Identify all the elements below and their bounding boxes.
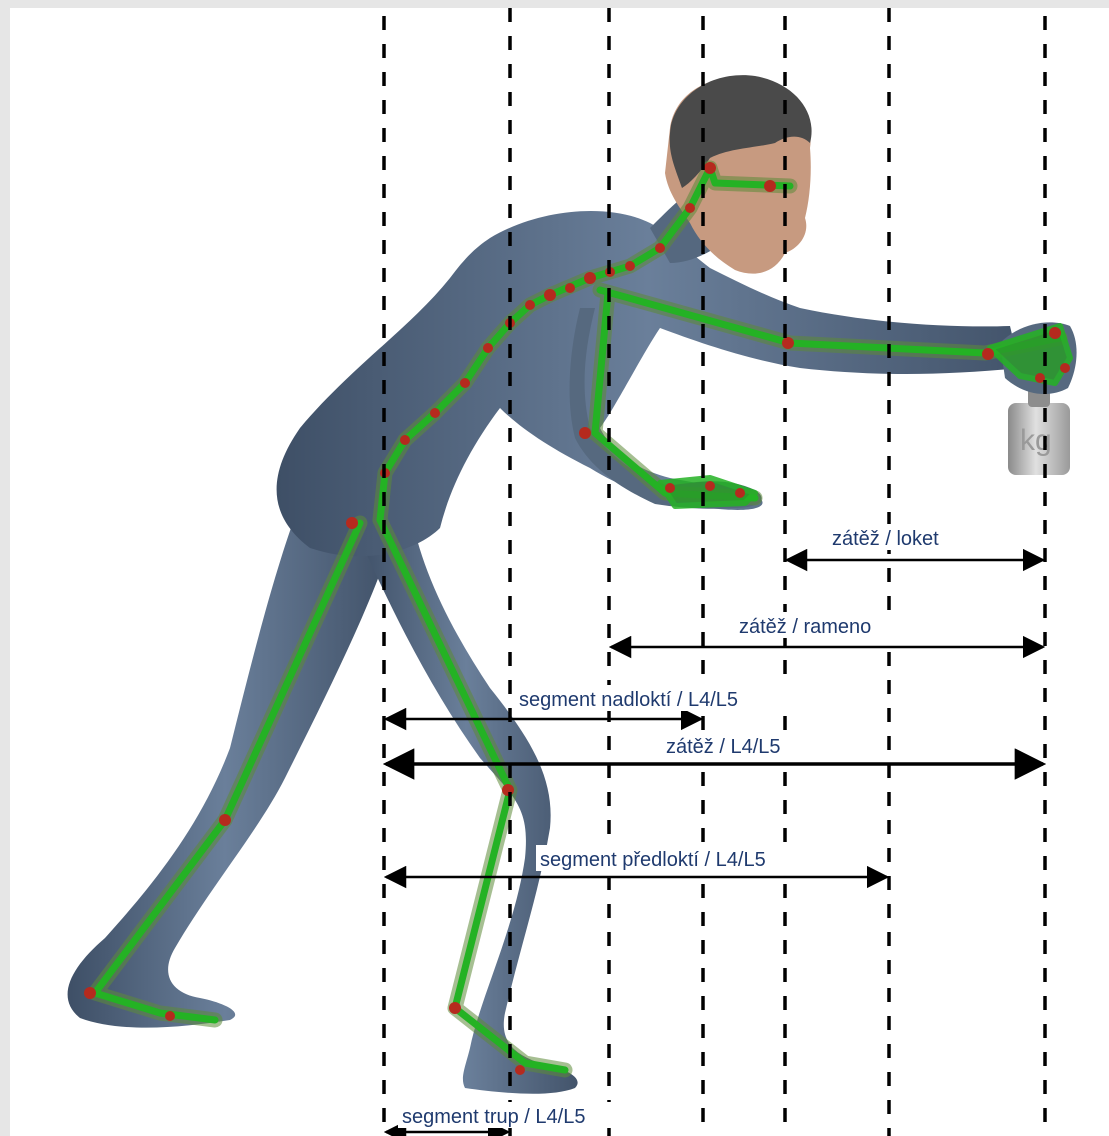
diagram-canvas: kg xyxy=(10,8,1109,1136)
label-load-l4l5: zátěž / L4/L5 xyxy=(666,736,781,758)
weight-label: kg xyxy=(1020,424,1052,457)
label-load-shoulder: zátěž / rameno xyxy=(739,616,871,638)
label-load-elbow: zátěž / loket xyxy=(832,528,939,550)
label-upper-arm-l4l5: segment nadloktí / L4/L5 xyxy=(519,689,738,711)
weight: kg xyxy=(1008,383,1070,475)
label-trunk-l4l5: segment trup / L4/L5 xyxy=(402,1106,585,1128)
biomechanics-diagram: kg xyxy=(10,8,1109,1136)
label-forearm-l4l5: segment předloktí / L4/L5 xyxy=(540,849,766,871)
human-figure xyxy=(68,75,1020,1094)
front-leg xyxy=(355,508,578,1094)
